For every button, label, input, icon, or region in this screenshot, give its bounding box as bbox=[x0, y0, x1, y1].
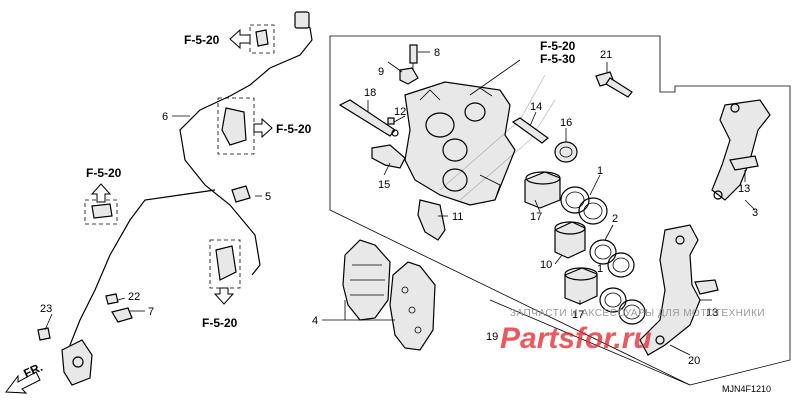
arrow-left-icon bbox=[229, 28, 251, 50]
label-22: 22 bbox=[128, 291, 140, 303]
label-20: 20 bbox=[688, 355, 700, 367]
arrow-up-icon bbox=[90, 183, 112, 203]
ref-caliper-1: F-5-20 bbox=[540, 39, 576, 53]
label-9: 9 bbox=[378, 66, 384, 78]
label-1a: 1 bbox=[597, 165, 603, 177]
label-13b: 13 bbox=[706, 307, 718, 319]
pin-14 bbox=[511, 117, 549, 144]
ref-box-top bbox=[249, 24, 275, 54]
caliper-body bbox=[404, 81, 516, 206]
bolt-21 bbox=[595, 71, 633, 98]
label-8: 8 bbox=[434, 47, 440, 59]
label-11: 11 bbox=[452, 211, 463, 223]
ref-top-left: F-5-20 bbox=[184, 33, 220, 47]
bleeder-screw bbox=[409, 44, 418, 70]
boot-16 bbox=[554, 141, 578, 163]
piston-17b bbox=[564, 267, 598, 305]
bolt-23 bbox=[37, 327, 51, 341]
speed-sensor-harness bbox=[61, 11, 313, 386]
label-6: 6 bbox=[162, 111, 168, 123]
ref-box-left bbox=[84, 199, 118, 225]
label-12: 12 bbox=[394, 106, 406, 118]
ref-mid-right: F-5-20 bbox=[276, 122, 312, 136]
label-17a: 17 bbox=[530, 211, 542, 223]
front-arrow-icon bbox=[5, 371, 41, 394]
piston-17a bbox=[524, 171, 561, 209]
diagram-code: MJN4F1210 bbox=[722, 384, 771, 394]
seals-2 bbox=[589, 239, 635, 278]
watermark-brand: Partsfor.ru bbox=[500, 322, 652, 355]
pad-pin bbox=[338, 99, 399, 137]
label-2: 2 bbox=[612, 213, 618, 225]
label-21: 21 bbox=[600, 49, 612, 61]
ref-bottom: F-5-20 bbox=[202, 316, 238, 330]
arrow-right-icon bbox=[253, 117, 273, 139]
label-15: 15 bbox=[378, 179, 390, 191]
ref-box-mid bbox=[217, 97, 255, 155]
seals-3 bbox=[599, 287, 646, 325]
label-3: 3 bbox=[752, 207, 758, 219]
seals-1 bbox=[560, 186, 608, 225]
label-19: 19 bbox=[486, 331, 498, 343]
assembly-box bbox=[329, 35, 791, 386]
label-14: 14 bbox=[530, 101, 542, 113]
ref-caliper-2: F-5-30 bbox=[540, 52, 576, 66]
label-13a: 13 bbox=[738, 183, 750, 195]
leader-lines bbox=[44, 51, 756, 356]
brake-pads-4 bbox=[342, 239, 436, 351]
label-7: 7 bbox=[148, 306, 154, 318]
clamp-5 bbox=[231, 185, 251, 203]
bleeder-cap bbox=[399, 67, 419, 85]
pin-plug bbox=[387, 117, 395, 125]
label-1b: 1 bbox=[597, 263, 603, 275]
arrow-down-icon bbox=[213, 287, 235, 305]
label-4: 4 bbox=[312, 315, 318, 327]
ref-left: F-5-20 bbox=[86, 166, 122, 180]
piston-10 bbox=[554, 221, 586, 259]
label-16: 16 bbox=[560, 117, 572, 129]
label-10: 10 bbox=[540, 259, 552, 271]
label-18: 18 bbox=[364, 87, 376, 99]
ref-box-bottom bbox=[209, 239, 241, 289]
front-label: FR. bbox=[21, 360, 44, 381]
label-23: 23 bbox=[40, 303, 52, 315]
bracket-20 bbox=[639, 224, 719, 356]
watermark-tagline: ЗАПЧАСТИ И АКСЕССУАРЫ ДЛЯ МОТОТЕХНИКИ bbox=[510, 308, 765, 319]
bolt-22 bbox=[105, 293, 119, 305]
slide-pin-15 bbox=[371, 144, 406, 169]
bracket-3 bbox=[711, 99, 771, 201]
label-5: 5 bbox=[265, 191, 271, 203]
clamp-7 bbox=[111, 307, 133, 323]
label-17b: 17 bbox=[572, 309, 584, 321]
pad-spring-11 bbox=[417, 199, 446, 241]
